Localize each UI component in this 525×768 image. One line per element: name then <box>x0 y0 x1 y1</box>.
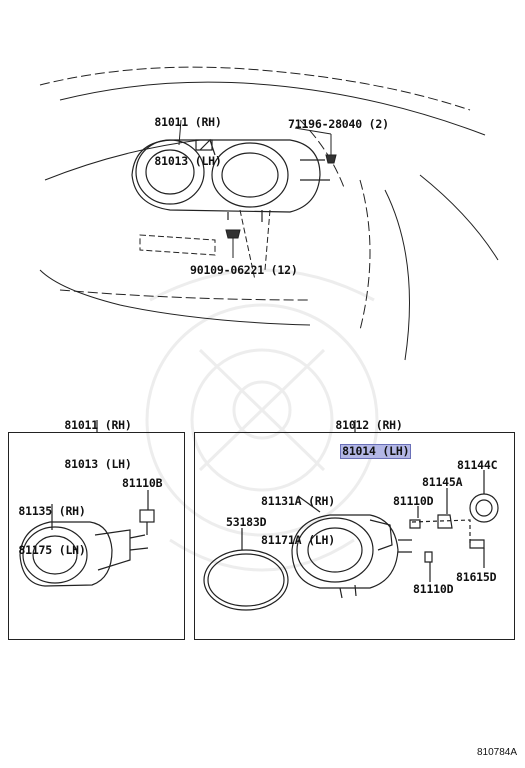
holder-label: 81615D <box>456 570 497 584</box>
right-unit-lh-text: 81171A (LH) <box>261 533 335 547</box>
diagram-code: 810784A <box>476 747 517 758</box>
bulb-upper-label: 81110D <box>393 494 434 508</box>
fog-lamp-left-drawing <box>19 420 155 587</box>
right-box-title: 81012 (RH) 81014 (LH) <box>327 393 412 459</box>
left-assembly-box <box>8 432 185 640</box>
fog-lamp-right-drawing <box>203 420 499 611</box>
left-bulb-label: 81110B <box>122 476 163 490</box>
bulb-lower-label: 81110D <box>413 582 454 596</box>
right-title-lh-text[interactable]: 81014 (LH) <box>340 444 412 459</box>
clip-part-label: 71196-28040 (2) <box>288 117 389 131</box>
screw-part-drawing <box>225 229 241 258</box>
right-unit-rh-text: 81131A (RH) <box>261 494 335 508</box>
watermark-emblem <box>145 268 379 572</box>
right-assembly-box <box>194 432 515 640</box>
cap-label: 81144C <box>457 458 498 472</box>
left-unit-lh-text: 81175 (LH) <box>18 543 86 557</box>
upper-leader-lines <box>178 119 332 146</box>
headlamp-lh-text: 81013 (LH) <box>154 154 222 168</box>
left-unit-label: 81135 (RH) 81175 (LH) <box>12 479 92 570</box>
headlamp-upper-drawing <box>131 138 330 222</box>
left-title-lh-text: 81013 (LH) <box>64 457 132 471</box>
left-unit-rh-text: 81135 (RH) <box>18 504 86 518</box>
headlamp-upper-label: 81011 (RH) 81013 (LH) <box>148 90 228 181</box>
clip-part-drawing <box>325 134 337 164</box>
car-body-outline <box>39 66 499 361</box>
left-box-title: 81011 (RH) 81013 (LH) <box>58 393 138 484</box>
gasket-label: 53183D <box>226 515 267 529</box>
headlamp-rh-text: 81011 (RH) <box>154 115 222 129</box>
right-unit-label: 81131A (RH) 81171A (LH) <box>254 469 342 560</box>
socket-label: 81145A <box>422 475 463 489</box>
left-title-rh-text: 81011 (RH) <box>64 418 132 432</box>
screw-part-label: 90109-06221 (12) <box>190 263 298 277</box>
right-title-rh-text: 81012 (RH) <box>335 418 403 432</box>
